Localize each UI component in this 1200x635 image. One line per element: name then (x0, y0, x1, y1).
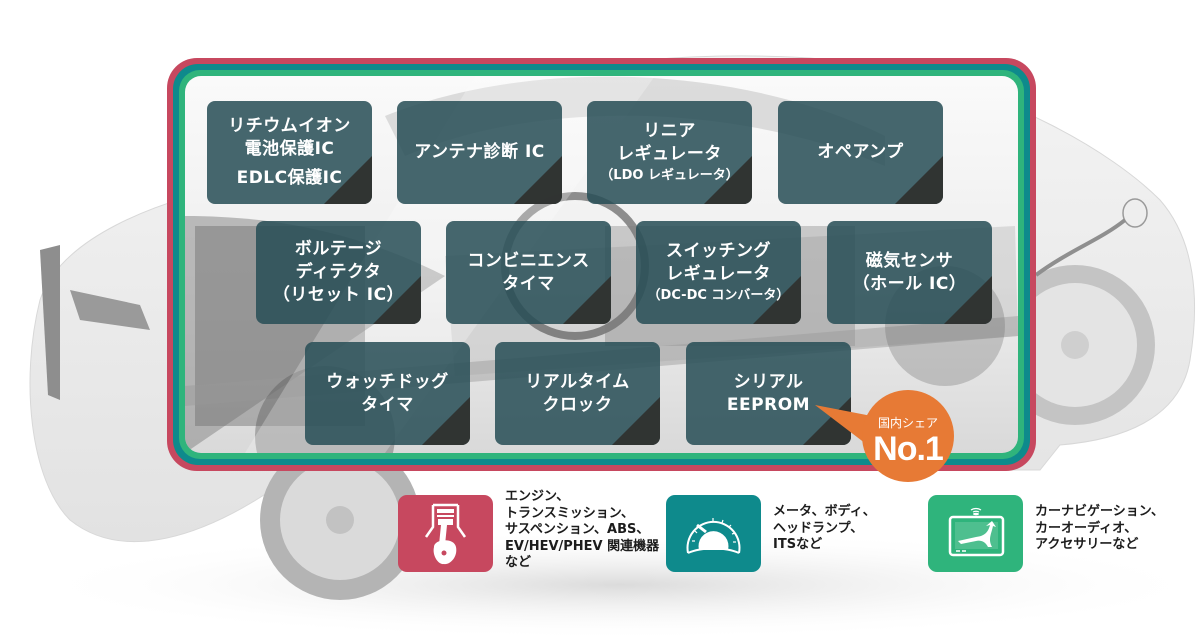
product-name: クロック (542, 394, 613, 415)
product-subtitle: （LDO レギュレータ） (600, 167, 739, 183)
product-card-linear-regulator[interactable]: リニア レギュレータ （LDO レギュレータ） (587, 101, 752, 204)
body-category-icon (666, 495, 761, 572)
product-card-voltage-detector[interactable]: ボルテージ ディテクタ （リセット IC） (256, 221, 421, 324)
product-name: レギュレータ (617, 143, 722, 164)
product-name: リアルタイム (525, 371, 630, 392)
infotainment-category-icon (928, 495, 1023, 572)
product-name: EEPROM (726, 394, 811, 415)
product-name: スイッチング (666, 240, 771, 261)
badge-circle (862, 390, 954, 482)
product-name: タイマ (502, 273, 555, 294)
badge-label: 国内シェア (877, 416, 938, 430)
car-navigation-icon (948, 507, 1005, 557)
product-name: （リセット IC） (272, 285, 405, 305)
market-share-badge: 国内シェア No.1 (812, 388, 962, 488)
product-card-op-amp[interactable]: オペアンプ (778, 101, 943, 204)
product-card-convenience-timer[interactable]: コンビニエンス タイマ (446, 221, 611, 324)
product-card-magnetic-sensor[interactable]: 磁気センサ （ホール IC） (827, 221, 992, 324)
product-card-real-time-clock[interactable]: リアルタイム クロック (495, 342, 660, 445)
speedometer-icon (686, 518, 741, 554)
product-name: リニア (643, 120, 696, 141)
product-card-switching-regulator[interactable]: スイッチング レギュレータ （DC-DC コンバータ） (636, 221, 801, 324)
product-name: シリアル (733, 371, 804, 392)
piston-icon (424, 503, 467, 565)
powertrain-category-text: エンジン、 トランスミッション、 サスペンション、ABS、 EV/HEV/PHE… (505, 489, 660, 570)
product-name: アンテナ診断 IC (414, 142, 545, 162)
product-name: コンビニエンス (467, 250, 590, 271)
product-name: 電池保護IC (244, 139, 335, 159)
product-name: EDLC保護IC (236, 168, 343, 188)
product-card-antenna-diagnosis[interactable]: アンテナ診断 IC (397, 101, 562, 204)
product-name: ウォッチドッグ (326, 371, 449, 392)
product-card-serial-eeprom[interactable]: シリアル EEPROM (686, 342, 851, 445)
product-card-watchdog-timer[interactable]: ウォッチドッグ タイマ (305, 342, 470, 445)
product-name: タイマ (361, 394, 414, 415)
product-name: ディテクタ (295, 262, 382, 282)
product-card-li-ion-protection[interactable]: リチウムイオン 電池保護IC EDLC保護IC (207, 101, 372, 204)
body-category-text: メータ、ボディ、 ヘッドランプ、 ITSなど (773, 504, 876, 552)
badge-value: No.1 (873, 430, 944, 468)
powertrain-category-icon (398, 495, 493, 572)
product-name: リチウムイオン (228, 116, 351, 136)
product-name: レギュレータ (666, 263, 771, 284)
product-name: 磁気センサ (865, 250, 954, 271)
product-name: ボルテージ (294, 239, 383, 259)
infotainment-category-text: カーナビゲーション、 カーオーディオ、 アクセサリーなど (1035, 504, 1164, 552)
product-name: （ホール IC） (852, 273, 967, 294)
product-subtitle: （DC-DC コンバータ） (647, 287, 790, 303)
product-name: オペアンプ (817, 142, 904, 162)
